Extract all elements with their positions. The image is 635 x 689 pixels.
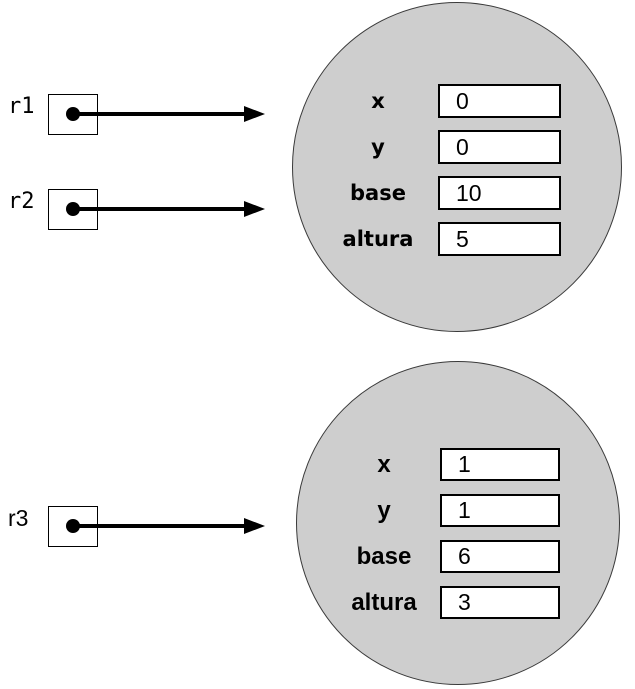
arrow-line [73, 207, 245, 211]
object2-fields: x 1 y 1 base 6 altura 3 [328, 448, 560, 619]
field-value-box: 3 [440, 586, 560, 619]
field-label: base [356, 542, 412, 570]
reference-label: r3 [8, 505, 29, 531]
field-label: altura [351, 588, 417, 616]
arrow-line [73, 524, 245, 528]
field-value-box: 0 [438, 84, 561, 118]
object1-circle [292, 2, 622, 332]
field-label: x [377, 450, 391, 478]
field-label: y [371, 134, 385, 159]
field-row: base 6 [328, 540, 560, 573]
field-row: y 1 [328, 494, 560, 527]
object1-fields: x 0 y 0 base 10 altura 5 [318, 84, 561, 256]
field-label: base [350, 180, 406, 205]
field-value: 0 [456, 133, 469, 160]
field-value: 5 [456, 225, 469, 252]
field-value-box: 0 [438, 130, 561, 164]
field-row: altura 5 [318, 222, 561, 256]
arrow-head-icon [244, 106, 265, 122]
field-label: y [377, 496, 391, 524]
field-row: x 1 [328, 448, 560, 481]
field-value-box: 6 [440, 540, 560, 573]
reference-label: r1 [8, 94, 35, 119]
field-value: 10 [456, 179, 482, 206]
field-row: base 10 [318, 176, 561, 210]
field-row: y 0 [318, 130, 561, 164]
field-row: altura 3 [328, 586, 560, 619]
field-value-box: 5 [438, 222, 561, 256]
field-row: x 0 [318, 84, 561, 118]
arrow-head-icon [244, 201, 265, 217]
field-value: 0 [456, 87, 469, 114]
field-value-box: 10 [438, 176, 561, 210]
field-label: x [371, 88, 385, 113]
field-value: 1 [458, 497, 471, 523]
field-label: altura [342, 226, 414, 251]
field-value: 6 [458, 543, 471, 569]
field-value-box: 1 [440, 494, 560, 527]
arrow-line [73, 112, 245, 116]
field-value-box: 1 [440, 448, 560, 481]
reference-label: r2 [8, 189, 35, 214]
field-value: 3 [458, 589, 471, 615]
arrow-head-icon [244, 518, 265, 534]
field-value: 1 [458, 451, 471, 477]
